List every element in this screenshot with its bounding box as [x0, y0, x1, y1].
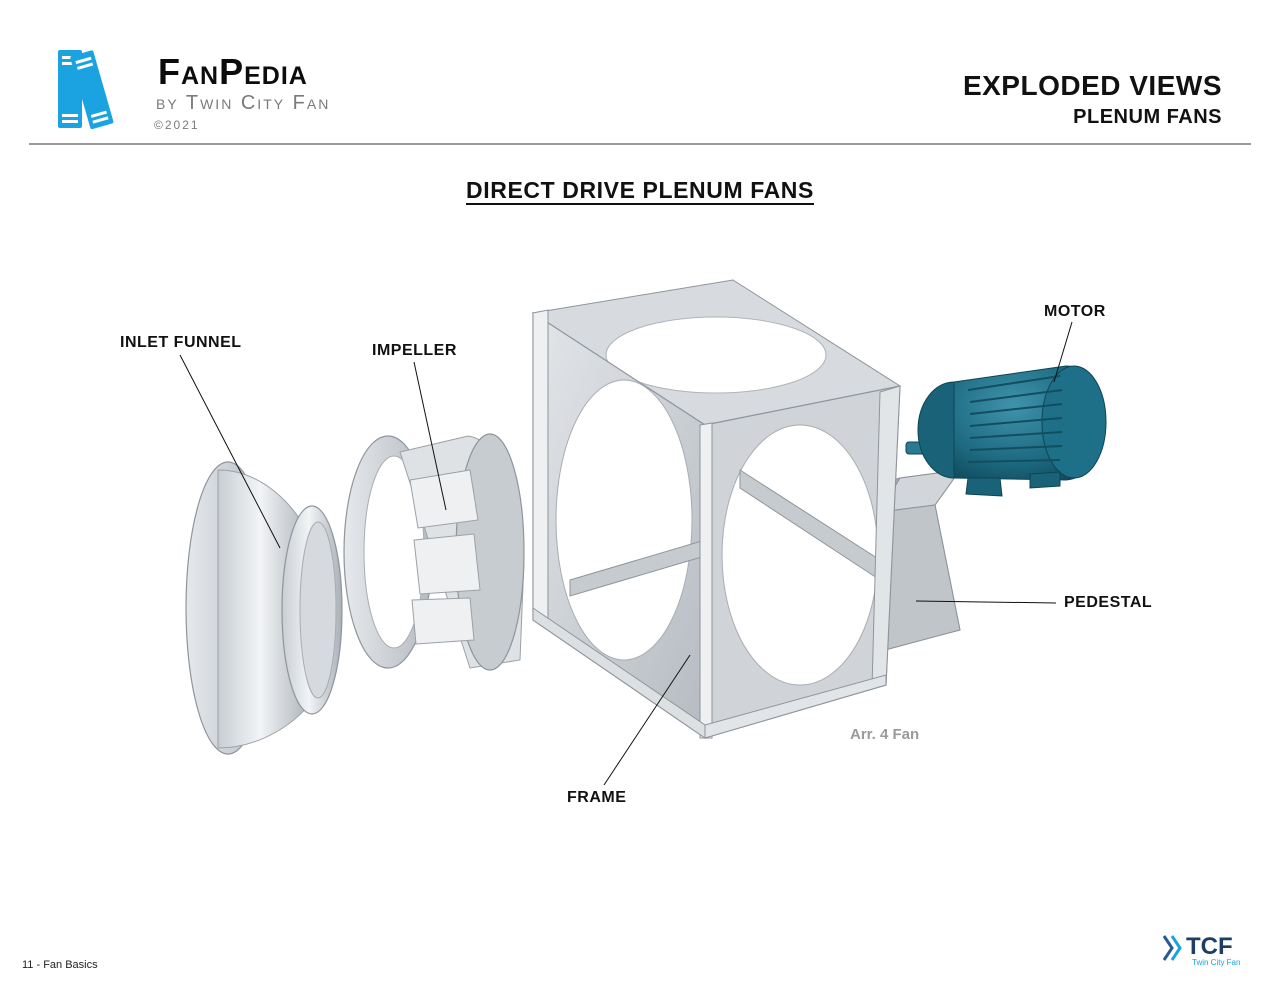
leader-lines [179, 321, 1073, 786]
diagram-title: DIRECT DRIVE PLENUM FANS [0, 176, 1280, 205]
page-header: FanPedia by Twin City Fan ©2021 EXPLODED… [0, 0, 1280, 146]
inlet-funnel-part [185, 461, 343, 755]
label-inlet-funnel: INLET FUNNEL [120, 334, 242, 351]
logo-title: FanPedia [158, 51, 308, 92]
logo-copyright: ©2021 [154, 118, 200, 132]
tcf-name-text: Twin City Fan [1192, 958, 1240, 967]
diagram-title-text: DIRECT DRIVE PLENUM FANS [466, 177, 814, 205]
books-logo-icon [58, 50, 114, 130]
label-motor: MOTOR [1044, 303, 1106, 320]
page-footer-number: 11 - Fan Basics [22, 959, 98, 971]
motor-part [905, 365, 1107, 497]
tcf-mark-text: TCF [1186, 933, 1233, 960]
page-subtitle: PLENUM FANS [1073, 106, 1222, 128]
page-title: EXPLODED VIEWS [962, 70, 1222, 101]
label-impeller: IMPELLER [372, 342, 457, 359]
label-pedestal: PEDESTAL [1064, 594, 1153, 611]
tcf-logo-icon: TCF Twin City Fan [1162, 933, 1240, 967]
header-divider [29, 143, 1251, 145]
label-frame: FRAME [567, 789, 627, 806]
arrangement-note: Arr. 4 Fan [850, 726, 920, 743]
logo-subtitle: by Twin City Fan [156, 92, 331, 114]
frame-part [531, 279, 902, 740]
impeller-part [343, 433, 525, 671]
